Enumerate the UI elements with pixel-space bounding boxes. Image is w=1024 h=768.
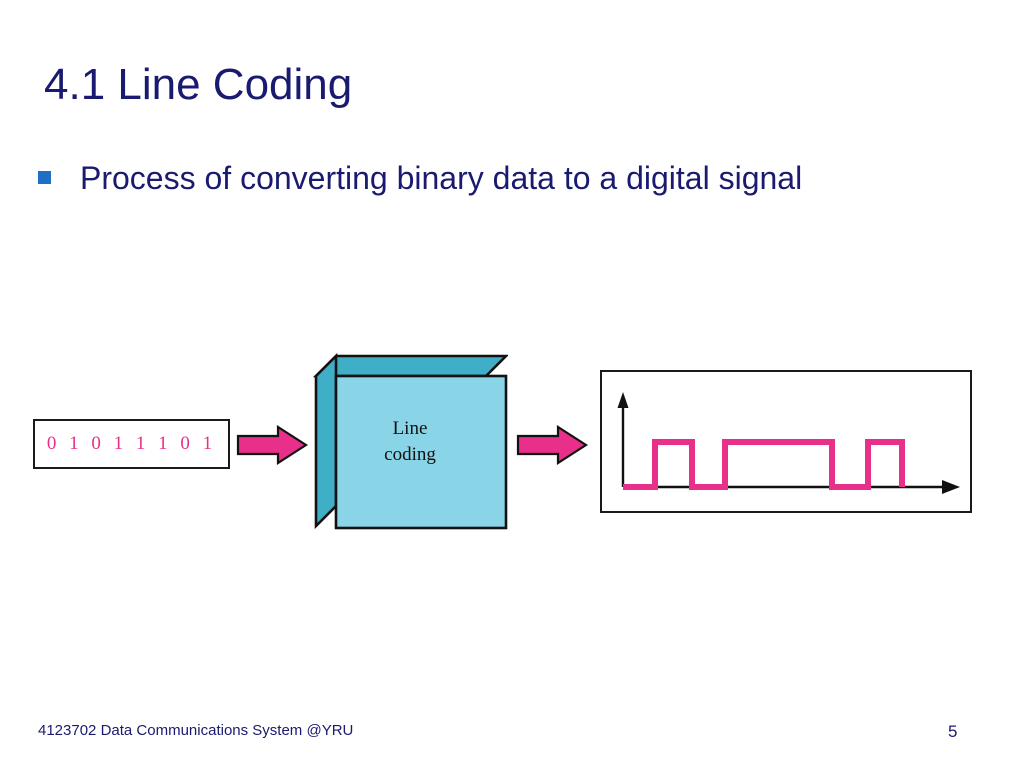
page-title: 4.1 Line Coding [44,60,353,109]
bullet-list-item: Process of converting binary data to a d… [38,158,802,198]
binary-data-box: 0 1 0 1 1 1 0 1 [33,419,230,469]
waveform-x-axis-arrowhead [942,480,960,494]
line-coding-process-box [312,352,508,530]
bullet-item-label: Process of converting binary data to a d… [80,160,803,196]
waveform-y-axis-arrowhead [617,392,629,408]
line-coding-box-label: Line coding [322,416,498,468]
right-block-arrow-icon-2 [516,424,588,466]
line-coding-label-line-2: coding [384,444,436,465]
footer-left-text: 4123702 Data Communications System @YRU [38,722,354,739]
page-number: 5 [948,722,958,741]
digital-signal-waveform [617,392,960,494]
waveform-signal-trace [623,439,905,490]
binary-data-label: 0 1 0 1 1 1 0 1 [46,433,217,454]
square-bullet-icon [38,171,51,184]
line-coding-label-line-1: Line [392,418,428,439]
right-block-arrow-icon-1 [236,424,308,466]
